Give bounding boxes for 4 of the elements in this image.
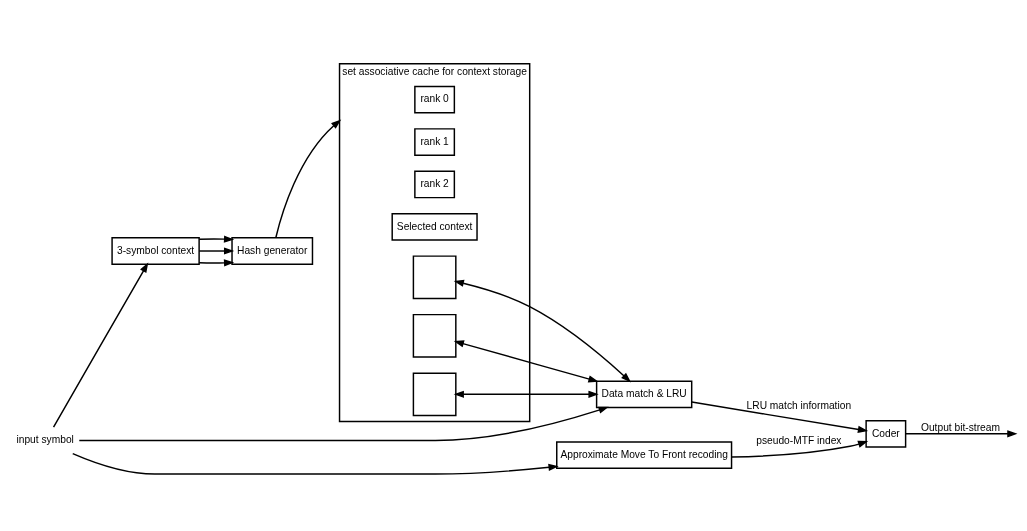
edge-label: Output bit-stream <box>920 421 1000 433</box>
node-text: input symbol <box>16 433 74 445</box>
edge-label: pseudo-MTF index <box>756 434 842 445</box>
edge-label: LRU match information <box>746 399 852 411</box>
